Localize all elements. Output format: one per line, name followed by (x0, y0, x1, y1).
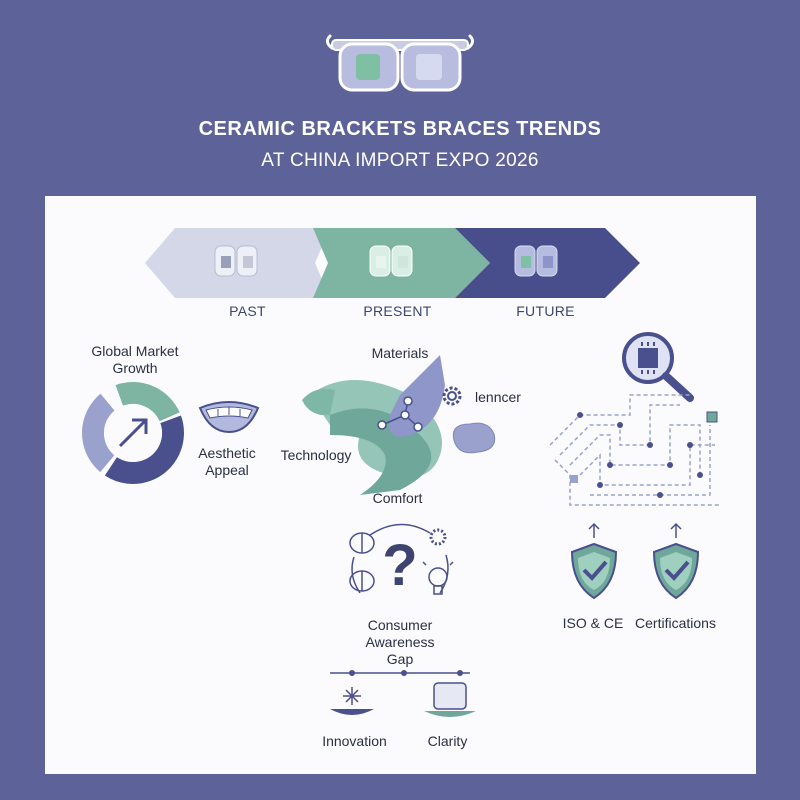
smile-icon (198, 401, 260, 434)
global-market-label-line1: Global Market (91, 343, 179, 359)
braces-icon (514, 245, 558, 277)
iso-ce-label: ISO & CE (562, 615, 624, 631)
gear-icon (429, 528, 447, 546)
aesthetic-line2: Appeal (205, 462, 249, 478)
donut-growth-icon (82, 382, 184, 484)
enhancer-label: lenncer (475, 389, 521, 405)
braces-logo-icon (325, 34, 475, 92)
clarity-label: Clarity (427, 733, 468, 749)
timeline-past-label: PAST (229, 303, 266, 319)
technology-label: Technology (280, 447, 352, 463)
page-title: CERAMIC BRACKETS BRACES TRENDS (198, 118, 602, 140)
global-market-label: Global Market Growth (70, 343, 200, 377)
molecule-icon (377, 396, 423, 432)
timeline-present-label: PRESENT (363, 303, 432, 319)
innovation-clarity-row (330, 670, 476, 717)
gear-icon (442, 386, 462, 406)
shield-check-icon (652, 522, 700, 600)
aesthetic-appeal-label: Aesthetic Appeal (182, 445, 272, 479)
magnifier-chip-icon (622, 332, 694, 402)
awareness-line3: Gap (386, 651, 414, 667)
circuit-maze-icon (549, 394, 720, 506)
awareness-line2: Awareness (365, 634, 435, 650)
certifications-label: Certifications (635, 615, 716, 631)
awareness-line1: Consumer (367, 617, 433, 633)
braces-icon (214, 245, 258, 277)
awareness-cycle-icon: ? (349, 523, 454, 598)
innovation-label: Innovation (322, 733, 387, 749)
consumer-awareness-label: Consumer Awareness Gap (350, 617, 450, 668)
comfort-label: Comfort (372, 490, 423, 506)
lightbulb-icon (422, 561, 454, 595)
ribbon-icon (302, 355, 445, 495)
braces-icon (369, 245, 413, 277)
aesthetic-line1: Aesthetic (198, 445, 256, 461)
brain-icon (349, 532, 375, 592)
materials-label: Materials (371, 345, 429, 361)
question-icon: ? (382, 533, 417, 598)
display-icon (424, 682, 476, 717)
page-subtitle: AT CHINA IMPORT EXPO 2026 (261, 150, 539, 171)
sparkle-icon (343, 687, 361, 705)
global-market-label-line2: Growth (112, 360, 158, 376)
shield-check-icon (570, 522, 618, 600)
timeline-future-label: FUTURE (516, 303, 575, 319)
blob-icon (452, 422, 496, 454)
timeline-arrows (145, 228, 640, 298)
